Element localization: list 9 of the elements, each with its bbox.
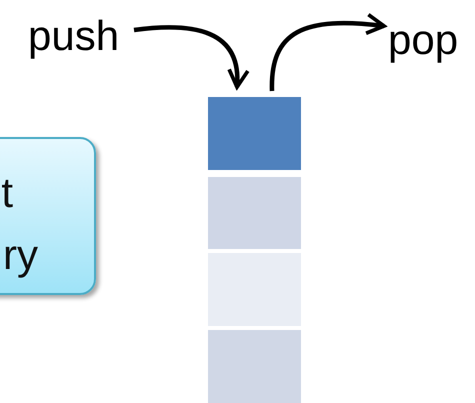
curved-arrow (134, 25, 248, 89)
curved-arrow (270, 13, 386, 92)
stack-slot (208, 330, 301, 403)
note-text: t (1, 169, 13, 217)
note-text: ry (3, 231, 38, 279)
operation-label: pop (388, 12, 472, 66)
stack-slot (208, 177, 301, 249)
stack-slot (208, 97, 301, 170)
operation-label: push (28, 8, 122, 64)
